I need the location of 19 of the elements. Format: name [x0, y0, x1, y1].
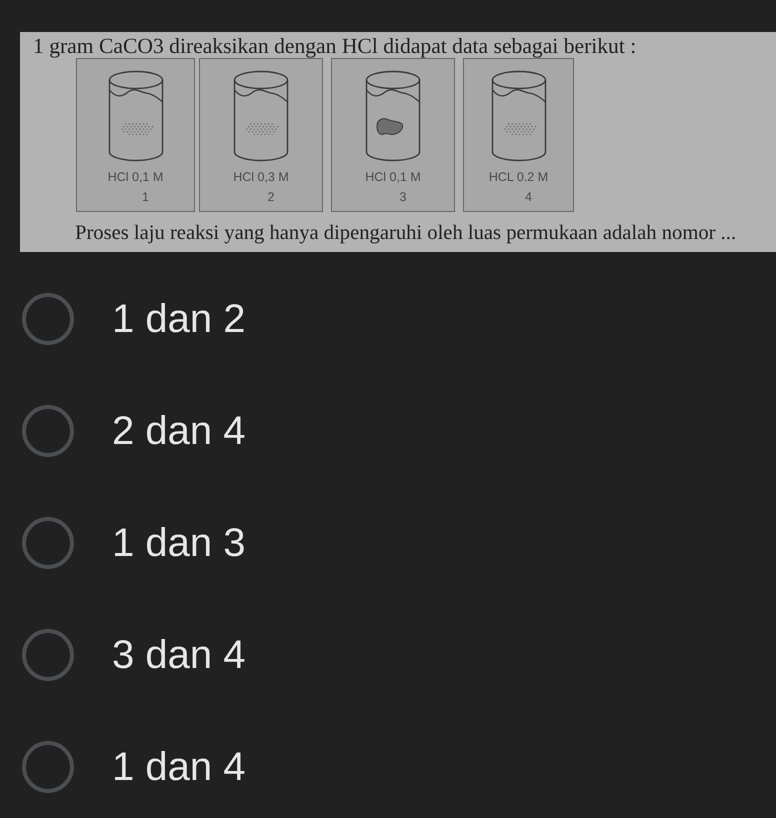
panel-number: 1 [142, 190, 149, 205]
option-text: 1 dan 2 [112, 296, 246, 342]
panel-number: 2 [268, 190, 274, 205]
question-heading: 1 gram CaCO3 direaksikan dengan HCl didapat data sebagai berikut : [33, 33, 636, 59]
option-text: 2 dan 4 [112, 408, 246, 454]
solution-label: HCl 0,1 M [108, 170, 164, 185]
solution-label: HCL 0.2 M [488, 170, 548, 185]
option-text: 1 dan 3 [112, 520, 246, 566]
experiment-panel [199, 58, 323, 212]
solution-label: HCl 0,3 M [233, 170, 289, 185]
panel-number: 3 [400, 190, 406, 205]
experiment-panel [331, 58, 455, 212]
option-text: 3 dan 4 [112, 632, 246, 678]
experiment-panel [76, 58, 195, 212]
option-text: 1 dan 4 [112, 744, 246, 790]
experiment-panel [463, 58, 574, 212]
panel-number: 4 [525, 190, 532, 205]
solution-label: HCl 0,1 M [365, 170, 421, 185]
question-text: Proses laju reaksi yang hanya dipengaruhi oleh luas permukaan adalah nomor ... [75, 221, 736, 246]
